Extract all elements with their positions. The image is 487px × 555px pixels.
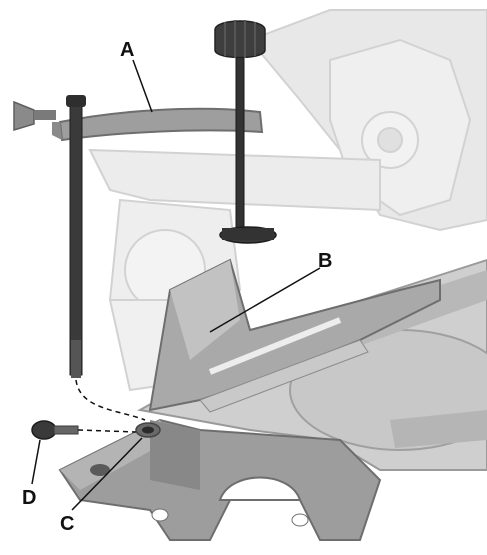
callout-c: C [60,513,75,535]
callout-b: B [318,250,333,272]
assembly-guides [75,379,146,433]
lock-knob [31,420,79,440]
clamp-screw [214,20,277,244]
callout-d: D [22,487,37,509]
saw-base [58,418,382,541]
leader-lines [31,59,321,511]
clamp-post [66,95,86,378]
fence [148,258,441,413]
saw-head-ghost [88,9,487,392]
callout-a: A [120,39,135,61]
hold-down-clamp [13,100,264,142]
clamp-hole [135,422,161,438]
